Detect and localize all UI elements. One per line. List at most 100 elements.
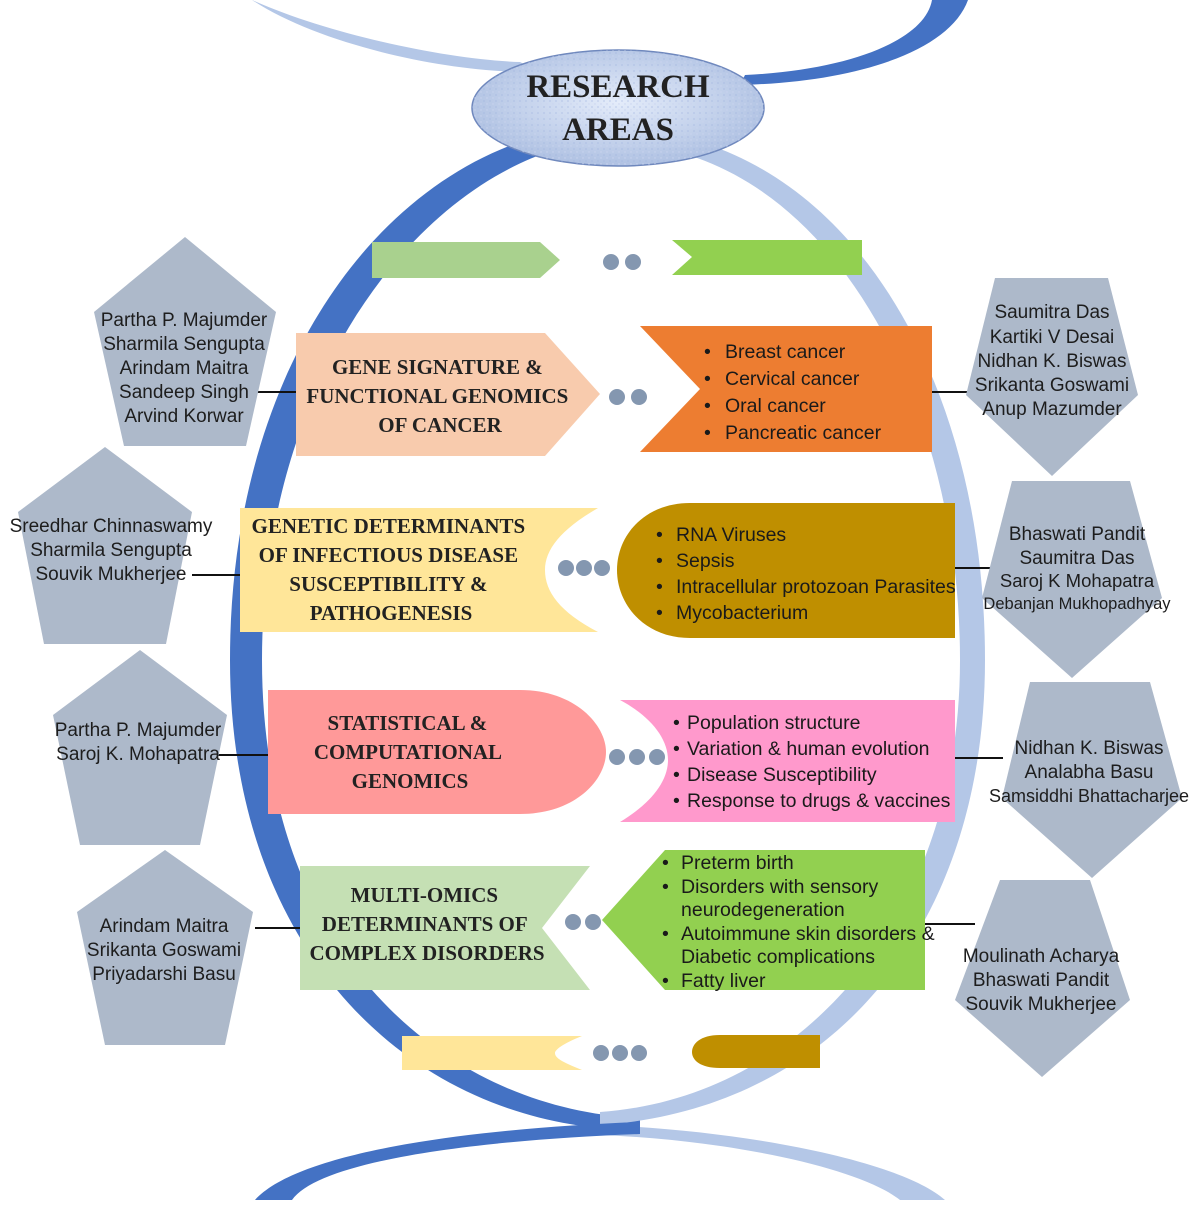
cancer-title-line: OF CANCER <box>378 413 502 437</box>
stat-topic: Disease Susceptibility <box>687 764 877 786</box>
bullet-marker: • <box>656 524 663 546</box>
title-line-1: RESEARCH <box>526 69 710 105</box>
connector-dot <box>594 560 610 576</box>
omics-title-line: DETERMINANTS OF <box>322 912 527 936</box>
bullet-marker: • <box>662 970 669 992</box>
bullet-marker: • <box>673 790 680 812</box>
infect-topic: Intracellular protozoan Parasites <box>676 576 956 598</box>
bullet-marker: • <box>662 852 669 874</box>
stat-title-line: STATISTICAL & <box>328 711 488 735</box>
cancer-title-line: GENE SIGNATURE & <box>332 355 543 379</box>
left-pentagon-2 <box>18 447 192 644</box>
stat-topic: Response to drugs & vaccines <box>687 790 951 812</box>
infect-title-line: SUSCEPTIBILITY & <box>289 572 487 596</box>
cancer-topic: Oral cancer <box>725 395 826 417</box>
cancer-title-arrow <box>296 333 600 456</box>
right-person: Kartiki V Desai <box>990 327 1115 348</box>
left-person: Sreedhar Chinnaswamy <box>10 516 213 537</box>
right-person: Samsiddhi Bhattacharjee <box>989 786 1189 806</box>
bottom-dark-swoosh <box>255 1122 640 1200</box>
omics-title-line: COMPLEX DISORDERS <box>309 941 544 965</box>
top-light-swoosh <box>252 0 540 73</box>
stat-title-line: COMPUTATIONAL <box>314 740 502 764</box>
omics-topic: Preterm birth <box>681 852 794 874</box>
decor-dot <box>612 1045 628 1061</box>
right-person: Saumitra Das <box>994 302 1109 323</box>
left-person: Srikanta Goswami <box>87 940 241 961</box>
infect-title-line: GENETIC DETERMINANTS <box>252 514 526 538</box>
left-person: Sandeep Singh <box>119 382 249 403</box>
bottom-decor-yellow-banner <box>402 1036 582 1070</box>
cancer-topic: Cervical cancer <box>725 368 860 390</box>
right-person: Nidhan K. Biswas <box>978 351 1127 372</box>
title-badge: RESEARCH AREAS <box>471 49 765 167</box>
left-pentagon-1 <box>94 237 276 446</box>
omics-topics-box <box>602 850 925 990</box>
stat-title-line: GENOMICS <box>352 769 469 793</box>
omics-topic: Autoimmune skin disorders & <box>681 923 935 945</box>
connector-dot <box>649 749 665 765</box>
right-person: Moulinath Acharya <box>963 946 1120 967</box>
omics-title-chevron <box>300 866 590 990</box>
right-person: Saroj K Mohapatra <box>1000 570 1155 591</box>
bullet-marker: • <box>704 341 711 363</box>
omics-topic: neurodegeneration <box>681 899 845 921</box>
decor-dot <box>603 254 619 270</box>
right-person: Srikanta Goswami <box>975 375 1129 396</box>
top-dark-swoosh <box>740 0 968 85</box>
area-multiomics: MULTI-OMICS DETERMINANTS OF COMPLEX DISO… <box>300 850 935 992</box>
bullet-marker: • <box>673 764 680 786</box>
bullet-marker: • <box>656 576 663 598</box>
bullet-marker: • <box>704 368 711 390</box>
left-person: Sharmila Sengupta <box>30 540 192 561</box>
right-person: Nidhan K. Biswas <box>1015 738 1164 759</box>
right-person: Anup Mazumder <box>982 399 1122 420</box>
right-pentagon-2 <box>982 481 1162 678</box>
bottom-decor-gold-pill <box>692 1035 820 1068</box>
left-person: Partha P. Majumder <box>55 720 222 741</box>
infect-title-line: PATHOGENESIS <box>310 601 473 625</box>
right-person: Bhaswati Pandit <box>1009 524 1146 545</box>
omics-topic: Diabetic complications <box>681 946 875 968</box>
cancer-topic: Breast cancer <box>725 341 846 363</box>
bullet-marker: • <box>662 876 669 898</box>
right-pentagon-3 <box>1002 682 1182 878</box>
connector-dot <box>565 914 581 930</box>
connector-dot <box>631 389 647 405</box>
bullet-marker: • <box>662 923 669 945</box>
bottom-light-swoosh <box>600 1125 945 1200</box>
top-decor-green-arrow <box>672 240 862 275</box>
helix-ring <box>230 0 985 1200</box>
infect-topic: Mycobacterium <box>676 602 808 624</box>
decor-dot <box>625 254 641 270</box>
left-person: Arindam Maitra <box>100 916 229 937</box>
svg-text:GENETIC DETERMINANTS OF: GENETIC DETERMINANTS OF INFECTIOUS DISEA… <box>252 514 531 625</box>
right-person: Souvik Mukherjee <box>965 994 1116 1015</box>
right-person: Saumitra Das <box>1019 548 1134 569</box>
top-decor-light-arrow <box>372 242 560 278</box>
bullet-marker: • <box>704 422 711 444</box>
left-pentagon-4 <box>77 850 253 1045</box>
right-person: Bhaswati Pandit <box>973 970 1110 991</box>
right-person: Analabha Basu <box>1025 762 1154 783</box>
left-person: Partha P. Majumder <box>101 310 268 331</box>
svg-text:STATISTICAL & COMPUTATIO: STATISTICAL & COMPUTATIONAL GENOMICS <box>314 711 506 793</box>
infect-title-banner <box>240 508 598 632</box>
omics-topic: Fatty liver <box>681 970 766 992</box>
bullet-marker: • <box>656 550 663 572</box>
left-person: Saroj K. Mohapatra <box>56 744 220 765</box>
title-line-2: AREAS <box>562 112 674 148</box>
stat-topics-box <box>620 700 955 822</box>
infect-topic: RNA Viruses <box>676 524 786 546</box>
left-person: Sharmila Sengupta <box>103 334 265 355</box>
infect-topics-box <box>617 503 955 638</box>
right-person: Debanjan Mukhopadhyay <box>983 595 1171 613</box>
right-pentagon-4 <box>955 880 1130 1077</box>
bullet-marker: • <box>673 712 680 734</box>
connector-dot <box>558 560 574 576</box>
stat-topic: Variation & human evolution <box>687 738 929 760</box>
bullet-marker: • <box>656 602 663 624</box>
connector-dot <box>585 914 601 930</box>
